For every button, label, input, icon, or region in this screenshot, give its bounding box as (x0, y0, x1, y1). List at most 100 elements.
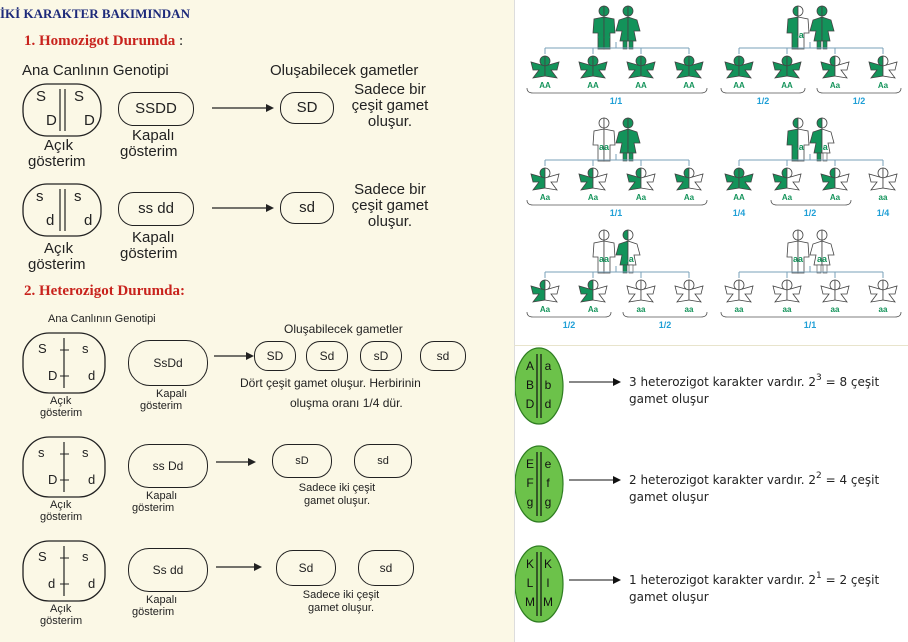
parent-genotype: AA (598, 30, 611, 40)
arrow-icon (216, 563, 262, 571)
baby-icon (820, 279, 850, 303)
bracket (622, 311, 708, 318)
cell-membrane (515, 445, 564, 523)
allele-right: f (546, 476, 550, 490)
hetero-closed-oval-3: Ss dd (128, 548, 208, 592)
allele: D (48, 472, 58, 487)
hetero-closed-oval-2: ss Dd (128, 444, 208, 488)
homozygous-heading-colon: : (175, 33, 184, 49)
allele: S (38, 341, 47, 356)
allele-left: F (526, 476, 533, 490)
child-genotype: aa (735, 305, 744, 314)
baby-icon (674, 55, 704, 79)
child-genotype: aa (783, 305, 792, 314)
closed-genotype: SSDD (135, 100, 177, 117)
allele: s (74, 188, 82, 205)
gamete-label: sd (379, 561, 393, 575)
ratio-label: 1/2 (659, 320, 672, 330)
baby-icon (674, 279, 704, 303)
baby-icon (674, 167, 704, 191)
label-line: gösterim (28, 153, 86, 170)
child-genotype: AA (587, 81, 599, 90)
female-parent-icon (809, 5, 835, 50)
label-line: Kapalı (132, 229, 175, 246)
hetero-note-2: Sadece iki çeşit gamet oluşur. (272, 482, 402, 508)
gamete-label: sd (299, 199, 315, 216)
parent-genotype: aa (793, 254, 804, 264)
gamete-oval: SD (280, 92, 334, 124)
cell-description-line2: gamet oluşur (629, 490, 709, 504)
label-line: Kapalı (146, 490, 178, 502)
bracket (816, 87, 902, 94)
bracket (770, 199, 852, 206)
male-parent-icon (592, 229, 616, 274)
parent-genotype: Aa (792, 142, 804, 152)
arrow-icon (214, 352, 254, 360)
male-parent-icon (786, 117, 810, 162)
cell-description: 1 heterozigot karakter vardır. 21 = 2 çe… (629, 571, 879, 587)
baby-icon (820, 55, 850, 79)
hetero-open-oval-1: S s D d (22, 332, 106, 394)
cell-membrane (515, 347, 564, 425)
note-line: Sadece bir (354, 181, 426, 198)
homo-open-oval-2: s s d d (22, 183, 102, 237)
allele-right: a (545, 359, 552, 373)
child-genotype: AA (733, 193, 745, 202)
label-line: gösterim (120, 245, 178, 262)
parent-genotype: AA (622, 142, 635, 152)
gamete-label: sD (373, 349, 389, 363)
heterozygous-heading: 2. Heterozigot Durumda: (24, 283, 185, 299)
note-line: Sadece iki çeşit (298, 482, 376, 494)
cell-description-line2: gamet oluşur (629, 590, 709, 604)
parent-genotype: aa (817, 254, 828, 264)
cell-icon (515, 347, 564, 425)
allele: s (82, 549, 89, 564)
label-line: Açık (50, 499, 72, 511)
allele: s (38, 445, 45, 460)
female-parent-icon (809, 117, 835, 162)
homo-closed-oval-2: ss dd (118, 192, 194, 226)
baby-icon (530, 55, 560, 79)
note-line: gamet oluşur. (307, 602, 375, 614)
baby-icon (772, 167, 802, 191)
female-parent-icon (809, 229, 835, 274)
parent-genotype: Aa (816, 142, 828, 152)
arrow-icon (216, 458, 256, 466)
male-parent-icon (786, 5, 810, 50)
female-parent-icon (615, 5, 641, 50)
allele: S (74, 88, 85, 105)
allele: d (88, 472, 96, 487)
allele-left: B (526, 378, 534, 392)
arrow-head-icon (613, 378, 621, 386)
allele: D (48, 368, 58, 383)
closed-genotype: ss Dd (152, 459, 184, 473)
hetero-note-3: Sadece iki çeşit gamet oluşur. (276, 589, 406, 615)
homo-open-oval-1: S S D D (22, 83, 102, 137)
allele-left: D (526, 397, 535, 411)
label-line: Açık (50, 395, 72, 407)
label-line: gösterim (28, 256, 86, 273)
gamete-label: Sd (298, 561, 314, 575)
cell-description: 3 heterozigot karakter vardır. 23 = 8 çe… (629, 373, 879, 389)
child-genotype: Aa (636, 193, 647, 202)
child-genotype: AA (539, 81, 551, 90)
child-genotype: Aa (540, 193, 551, 202)
child-genotype: aa (831, 305, 840, 314)
label-line: Kapalı (132, 127, 175, 144)
allele-right: M (543, 595, 553, 609)
male-parent-icon (786, 229, 810, 274)
allele-right: b (545, 378, 552, 392)
allele-right: g (545, 495, 552, 509)
gamete-oval: sd (358, 550, 414, 586)
parent-genotype: Aa (622, 254, 634, 264)
label-line: gösterim (132, 502, 175, 514)
allele-left: g (527, 495, 534, 509)
note-line: oluşma oranı 1/4 dür. (290, 396, 403, 410)
homo-col-gametes: Oluşabilecek gametler (270, 62, 419, 79)
note-line: Dört çeşit gamet oluşur. Herbirinin (240, 376, 421, 390)
gamete-label: sd (377, 455, 389, 467)
label-line: gösterim (40, 511, 83, 523)
bracket (720, 311, 902, 318)
